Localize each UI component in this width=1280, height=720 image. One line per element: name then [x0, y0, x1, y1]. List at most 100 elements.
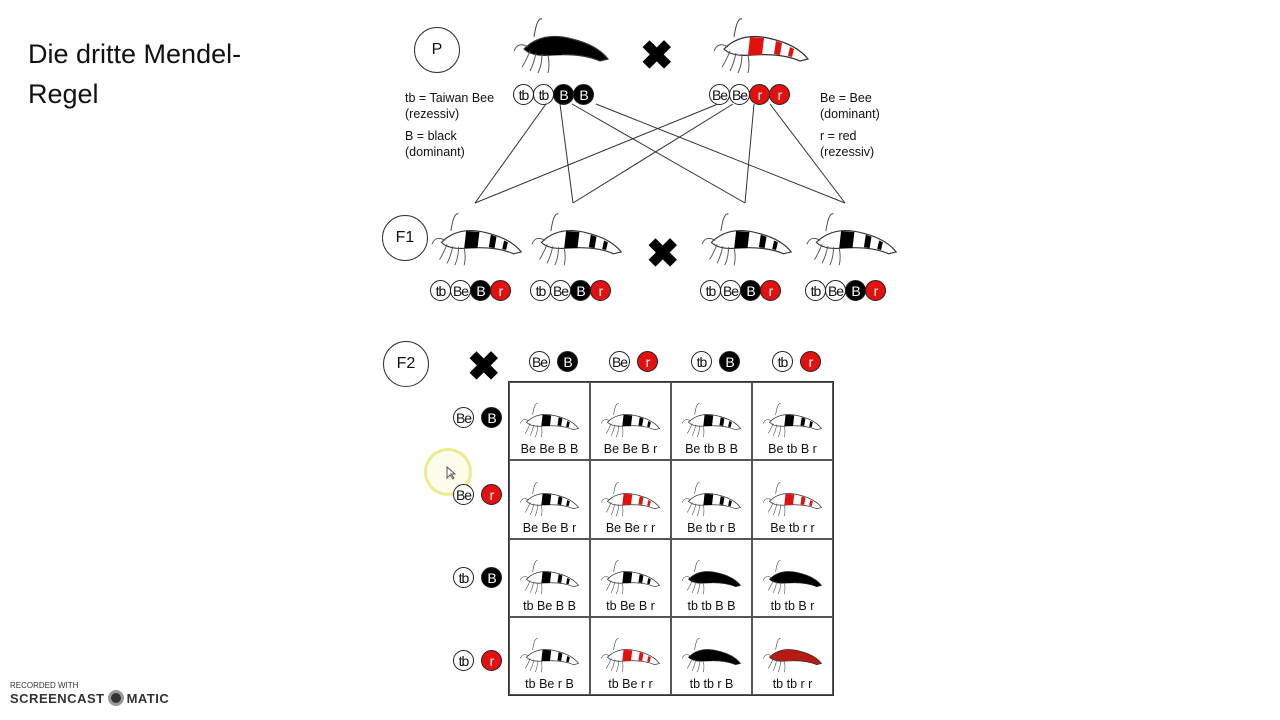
shrimp-crs-icon [762, 403, 822, 438]
punnett-square: Be Be B B Be Be B r Be tb B B Be tb B r … [508, 381, 834, 696]
shrimp-crs-icon [519, 481, 579, 516]
watermark-brand: MATIC [126, 690, 170, 706]
allele-Be: Be [729, 84, 750, 105]
shrimp-crs-icon [600, 403, 660, 438]
allele-r: r [637, 351, 658, 372]
genotype-label: Be Be B B [520, 442, 579, 457]
shrimp-crs-icon [431, 213, 523, 266]
watermark-caption: RECORDED WITH [10, 681, 79, 690]
screencast-logo-icon [107, 690, 124, 706]
shrimp-wine-icon [762, 638, 822, 673]
punnett-cell: Be Be r r [590, 460, 671, 539]
shrimp-red-icon [713, 18, 810, 74]
legend-text: Be = Bee [820, 91, 872, 105]
genotype-label: tb Be B B [523, 598, 576, 613]
shrimp-crs-icon [519, 559, 579, 595]
shrimp-crs-icon [681, 481, 741, 516]
shrimp-crs-icon [600, 559, 660, 595]
genotype-label: tb tb B r [770, 598, 815, 613]
punnett-cell: Be tb B B [671, 382, 752, 461]
allele-r: r [490, 280, 511, 301]
punnett-cell: tb tb r B [671, 616, 752, 695]
allele-B: B [740, 280, 761, 301]
shrimp-crs-icon [519, 638, 579, 673]
allele-tb: tb [805, 280, 826, 301]
legend-text: tb = Taiwan Bee [405, 91, 495, 105]
punnett-cell: Be tb B r [752, 382, 833, 461]
legend-text: B = black [405, 129, 457, 143]
allele-Be: Be [450, 280, 471, 301]
punnett-cell: tb Be B B [509, 538, 590, 617]
allele-B: B [719, 351, 740, 372]
allele-tb: tb [513, 84, 534, 105]
allele-tb: tb [430, 280, 451, 301]
watermark-brand: SCREENCAST [10, 690, 105, 706]
cross-icon: ✖ [467, 345, 501, 389]
allele-Be: Be [709, 84, 730, 105]
allele-r: r [749, 84, 770, 105]
cross-icon: ✖ [640, 34, 674, 78]
allele-B: B [481, 407, 502, 428]
allele-tb: tb [691, 351, 712, 372]
shrimp-red-icon [600, 638, 660, 673]
generation-f2-label: F2 [383, 341, 429, 387]
slide-title: Die dritte Mendel-Regel [28, 39, 242, 109]
shrimp-crs-icon [701, 213, 793, 266]
allele-tb: tb [453, 567, 474, 588]
shrimp-crs-icon [519, 403, 579, 438]
punnett-cell: Be tb r r [752, 460, 833, 539]
allele-r: r [590, 280, 611, 301]
allele-Be: Be [453, 407, 474, 428]
screencast-watermark: RECORDED WITH SCREENCAST MATIC [10, 681, 169, 706]
allele-Be: Be [720, 280, 741, 301]
allele-r: r [481, 650, 502, 671]
shrimp-crs-icon [806, 213, 898, 266]
allele-B: B [470, 280, 491, 301]
genotype-label: tb tb r B [689, 677, 734, 691]
allele-r: r [760, 280, 781, 301]
allele-Be: Be [825, 280, 846, 301]
genotype-label: tb tb B B [687, 598, 736, 613]
gamete-column-header: tb B [691, 351, 740, 372]
gamete-row-header: tb B [453, 567, 502, 588]
allele-tb: tb [453, 650, 474, 671]
shrimp-crs-icon [531, 213, 623, 266]
punnett-cell: Be Be B r [590, 382, 671, 461]
allele-Be: Be [529, 351, 550, 372]
genotype-label: tb tb r r [772, 677, 813, 691]
allele-B: B [481, 567, 502, 588]
shrimp-black-icon [681, 559, 741, 595]
allele-Be: Be [550, 280, 571, 301]
legend-text: r = red [820, 129, 857, 143]
genotype-label: tb Be B r [606, 598, 655, 613]
legend-right: Be = Bee (dominant) r = red (rezessiv) [820, 90, 880, 160]
shrimp-black-icon [762, 559, 822, 595]
punnett-cell: Be Be B B [509, 382, 590, 461]
genotype-label: Be tb r B [687, 520, 736, 535]
shrimp-black-icon [513, 18, 610, 74]
genotype-label: Be tb B B [685, 442, 738, 457]
legend-text: (rezessiv) [820, 145, 875, 159]
generation-f1-label: F1 [382, 215, 428, 261]
genotype-label: Be tb B r [768, 442, 817, 457]
allele-Be: Be [453, 484, 474, 505]
allele-B: B [570, 280, 591, 301]
legend-text: (dominant) [405, 145, 465, 159]
punnett-cell: Be Be B r [509, 460, 590, 539]
mouse-pointer-icon [446, 466, 456, 480]
gamete-row-header: Be B [453, 407, 502, 428]
genotype-label: Be Be B r [603, 442, 658, 457]
generation-p-label: P [414, 27, 460, 73]
allele-tb: tb [533, 84, 554, 105]
punnett-cell: tb tb r r [752, 616, 833, 695]
punnett-cell: tb Be B r [590, 538, 671, 617]
